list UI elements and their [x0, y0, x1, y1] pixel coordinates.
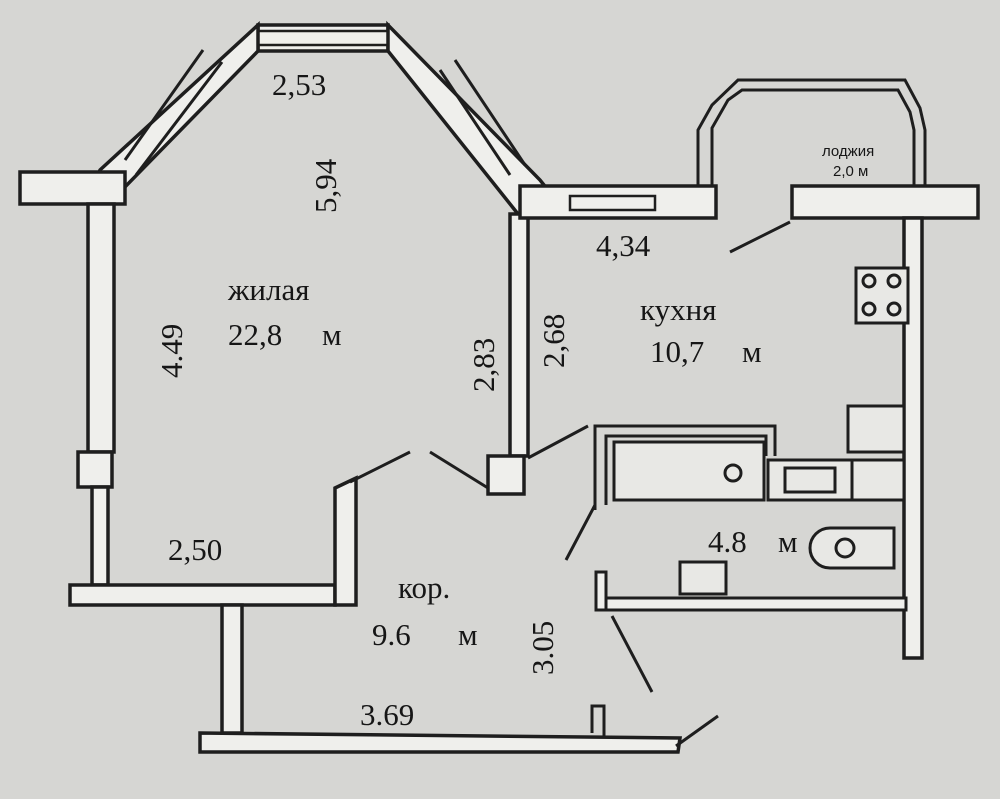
living-bottom-right-post: [333, 475, 358, 607]
loggia: лоджия 2,0 м: [696, 78, 927, 186]
living-door-leaf-2: [429, 450, 489, 490]
corridor-left-wall: [220, 603, 244, 735]
washing-machine-panel: [783, 466, 837, 494]
entrance-door-leaf: [675, 714, 719, 748]
loggia-area: 2,0 м: [833, 163, 868, 180]
left-window-line-2: [134, 61, 224, 176]
left-column: [76, 450, 114, 489]
kitchen-door-leaf: [527, 424, 589, 460]
kitchen-walls: [518, 184, 980, 660]
loggia-outline: [696, 78, 927, 186]
left-wall-lower: [90, 485, 110, 587]
kitchen-area: 10,7: [650, 334, 704, 369]
dim-living-left: 4.49: [154, 324, 189, 378]
kitchen-name: кухня: [640, 292, 716, 327]
living-door-leaf: [349, 450, 411, 484]
right-window-line-1: [438, 69, 512, 176]
living-room-walls: [18, 20, 551, 607]
washbasin: [678, 560, 728, 596]
bathroom-walls: [564, 404, 908, 693]
sink: [846, 404, 906, 454]
living-bottom-wall: [68, 583, 337, 607]
center-column: [486, 454, 526, 496]
dim-living-top: 2,53: [272, 67, 326, 102]
corridor-area: 9.6: [372, 617, 411, 652]
bath-wall-outer: [593, 424, 777, 510]
living-kitchen-wall: [508, 212, 530, 458]
dim-living-depth: 5,94: [308, 158, 343, 213]
left-wall-upper: [86, 202, 116, 454]
living-room-unit: м: [322, 317, 342, 352]
bathroom-bottom-wall: [594, 596, 908, 612]
toilet-bowl: [834, 537, 856, 559]
bath-door-leaf: [564, 504, 597, 561]
kitchen-top-wall: [518, 184, 718, 220]
right-window-line-2: [453, 59, 527, 166]
dim-living-right: 2,83: [466, 338, 501, 392]
dim-kitchen-top: 4,34: [596, 228, 651, 263]
bathroom-area: 4.8: [708, 524, 747, 559]
stove-burner-2: [886, 273, 902, 289]
kitchen-window: [568, 194, 657, 212]
upper-left-diagonal-wall: [95, 21, 260, 193]
dim-corridor-depth: 3.05: [525, 621, 560, 675]
corridor-door-line: [610, 615, 654, 693]
loggia-bottom-wall: [790, 184, 980, 220]
kitchen-counter: [850, 458, 906, 502]
left-stub-wall: [18, 170, 127, 206]
loggia-name: лоджия: [822, 143, 874, 160]
dim-kitchen-wall: 2,68: [536, 314, 571, 368]
corridor-walls: [198, 603, 719, 754]
top-window: [256, 29, 390, 47]
loggia-inner: [710, 88, 916, 186]
kitchen-unit: м: [742, 334, 762, 369]
stove-burner-1: [861, 273, 877, 289]
living-room-name: жилая: [227, 272, 310, 307]
left-window-line-1: [123, 49, 205, 161]
stove-burner-4: [886, 301, 902, 317]
bath-wall-inner: [604, 434, 768, 505]
corridor-unit: м: [458, 617, 478, 652]
entrance-post: [590, 704, 606, 738]
living-room-area: 22,8: [228, 317, 282, 352]
corridor-bottom-wall: [198, 731, 683, 754]
bathtub-drain: [723, 463, 743, 483]
dim-living-bottom: 2,50: [168, 532, 222, 567]
bathroom-unit: м: [778, 524, 798, 559]
bathroom-bottom-post: [594, 570, 608, 612]
loggia-door-leaf: [729, 220, 791, 254]
stove-burner-3: [861, 301, 877, 317]
corridor-name: кор.: [398, 570, 450, 605]
dim-corridor-bottom: 3.69: [360, 697, 414, 732]
